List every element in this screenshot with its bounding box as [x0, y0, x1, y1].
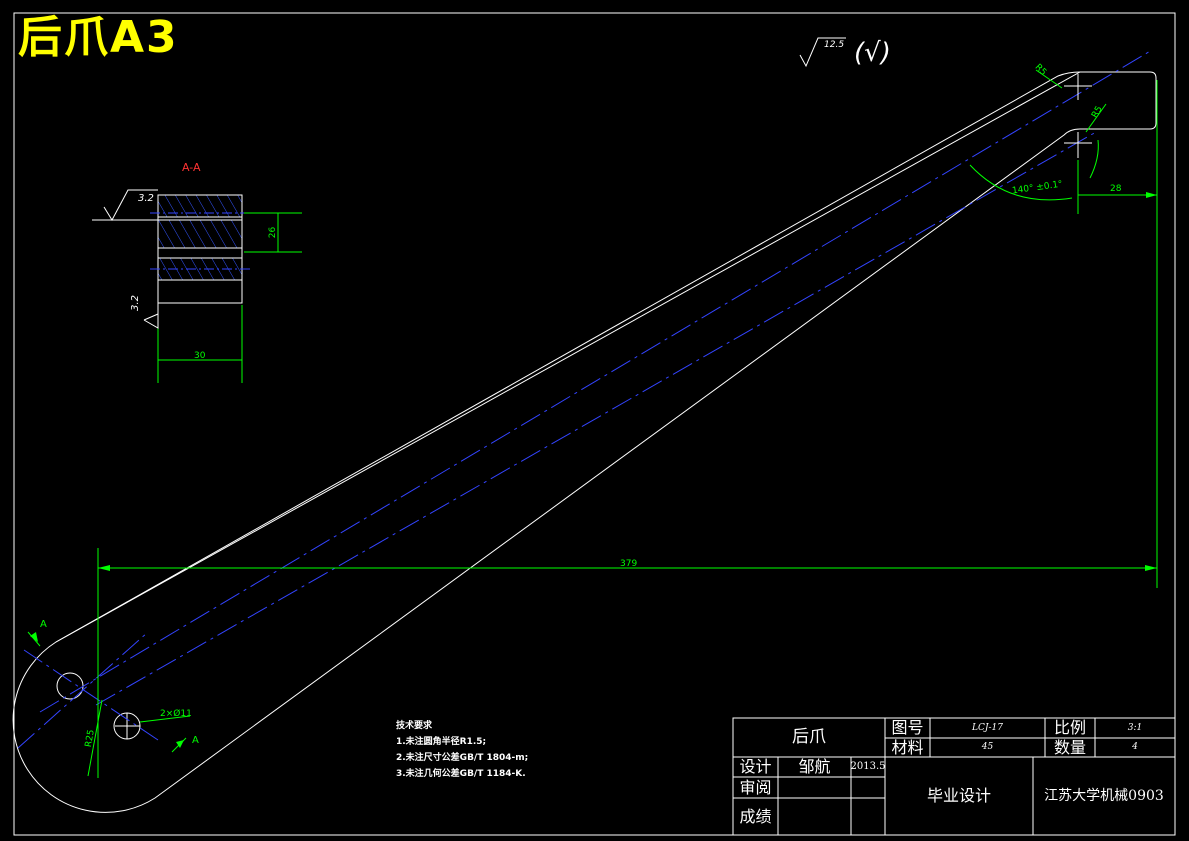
view-a-bottom: A: [192, 735, 199, 746]
tech-item: 1.未注圆角半径R1.5;: [396, 737, 487, 747]
end-crosshairs: [1064, 74, 1092, 158]
section-view: [150, 194, 250, 304]
dimension-lines: [27, 69, 1158, 778]
surface-finish-main: 12.5: [824, 40, 845, 50]
tech-heading: 技术要求: [396, 721, 433, 731]
drawing-frame: [13, 12, 1176, 836]
roughness-symbols: [92, 37, 846, 329]
tb-drawing-no: LCJ-17: [972, 722, 1003, 733]
dim-right-offset: 28: [1110, 184, 1122, 194]
tb-design-label: 设计: [739, 757, 772, 776]
arm-outline: [12, 71, 1157, 813]
tech-item: 3.未注几何公差GB/T 1184-K.: [396, 769, 526, 779]
tb-school: 江苏大学机械0903: [1044, 788, 1164, 804]
hole-lower: [113, 712, 141, 740]
section-label: A-A: [182, 161, 201, 174]
view-a-top: A: [40, 619, 47, 630]
surface-finish-paren: (√): [854, 38, 891, 68]
tb-review-label: 审阅: [739, 777, 772, 797]
tb-date: 2013.5: [850, 761, 886, 772]
tb-grade-label: 成绩: [739, 806, 772, 826]
tech-item: 2.未注尺寸公差GB/T 1804-m;: [396, 753, 529, 763]
tb-part-name: 后爪: [792, 727, 826, 747]
surface-finish-section-top: 3.2: [138, 193, 154, 204]
tb-project: 毕业设计: [926, 786, 991, 805]
dim-overall-length: 379: [620, 559, 638, 569]
dim-hole: 2×Ø11: [160, 709, 192, 719]
arm-centerline: [17, 49, 1153, 749]
tech-requirements: 技术要求 1.未注圆角半径R1.5; 2.未注尺寸公差GB/T 1804-m; …: [396, 718, 528, 782]
tb-scale-label: 比例: [1053, 718, 1086, 737]
tb-designer: 邹航: [798, 757, 831, 776]
tb-quantity: 4: [1132, 742, 1138, 752]
tb-quantity-label: 数量: [1053, 737, 1086, 757]
drawing-title: 后爪A3: [18, 12, 179, 63]
tb-scale: 3:1: [1127, 722, 1143, 733]
tb-material-label: 材料: [891, 737, 924, 757]
dim-section-width: 30: [194, 351, 206, 361]
tb-material: 45: [981, 742, 994, 752]
tb-drawing-no-label: 图号: [891, 718, 924, 737]
dimension-arrows: [30, 192, 1157, 748]
